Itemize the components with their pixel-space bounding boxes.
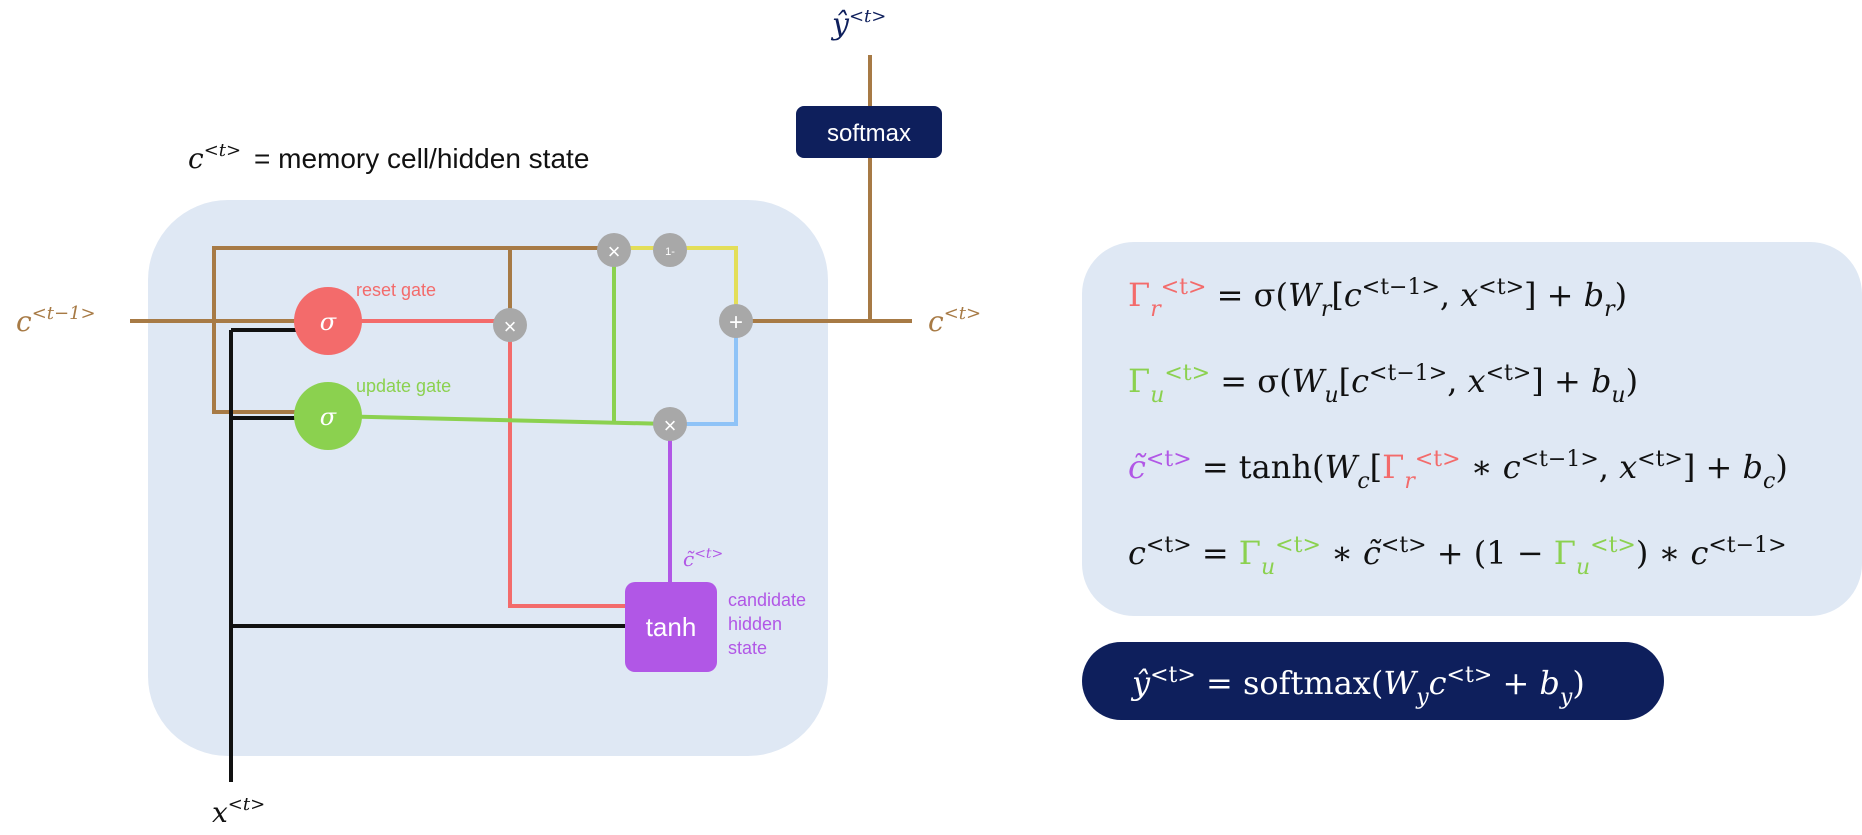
prev-state-label: c<t−1> [16,303,96,338]
update-gate-symbol: σ [320,403,337,431]
reset-gate-symbol: σ [320,308,337,336]
output-y-label: ŷ<t> [830,6,886,42]
reset-gate-label: reset gate [356,280,436,300]
plus-symbol: + [729,309,743,336]
input-label: x<t> [212,794,265,829]
gru-cell-panel [148,200,828,756]
equation-4: c<t> = Γu<t> ∗ c̃<t> + (1 − Γu<t>) ∗ c<t… [1128,533,1787,580]
candidate-label-line-3: state [728,638,767,658]
update-gate-path [329,250,671,426]
equation-2: Γu<t> = σ(Wu[c<t−1>, x<t>] + bu) [1128,361,1638,408]
reset-multiply-symbol: × [504,314,517,339]
reset-multiply-node [493,308,527,342]
softmax-label: softmax [827,120,911,147]
top-multiply-symbol: × [608,239,621,264]
equation-1: Γr<t> = σ(Wr[c<t−1>, x<t>] + br) [1128,275,1627,322]
output-equation-box [1082,642,1664,720]
candidate-label-line-2: hidden [728,614,782,634]
candidate-update-path [670,321,738,426]
tanh-box [625,582,717,672]
equations-background [1082,242,1862,616]
one-minus-node [653,233,687,267]
top-multiply-node [597,233,631,267]
update-gate-label: update gate [356,376,451,396]
title: c<t> = memory cell/hidden state [188,140,589,175]
candidate-label-line-1: candidate [728,590,806,610]
tanh-label: tanh [646,612,697,642]
next-state-label: c<t> [928,303,981,338]
equations-panel: Γr<t> = σ(Wr[c<t−1>, x<t>] + br) Γu<t> =… [1082,242,1862,720]
title-text: = memory cell/hidden state [254,143,589,174]
equation-5: ŷ<t> = softmax(Wyc<t> + by) [1130,663,1585,710]
update-gate-node [294,382,362,450]
candidate-multiply-symbol: × [664,413,677,438]
title-c-symbol: c<t> [188,140,241,175]
equation-3: c̃<t> = tanh(Wc[Γr<t> ∗ c<t−1>, x<t>] + … [1128,447,1788,494]
state-path [130,55,912,414]
plus-node [719,304,753,338]
softmax-box [796,106,942,158]
candidate-multiply-node [653,407,687,441]
one-minus-symbol: 1- [665,246,675,258]
input-path [229,328,630,782]
reset-gate-node [294,287,362,355]
